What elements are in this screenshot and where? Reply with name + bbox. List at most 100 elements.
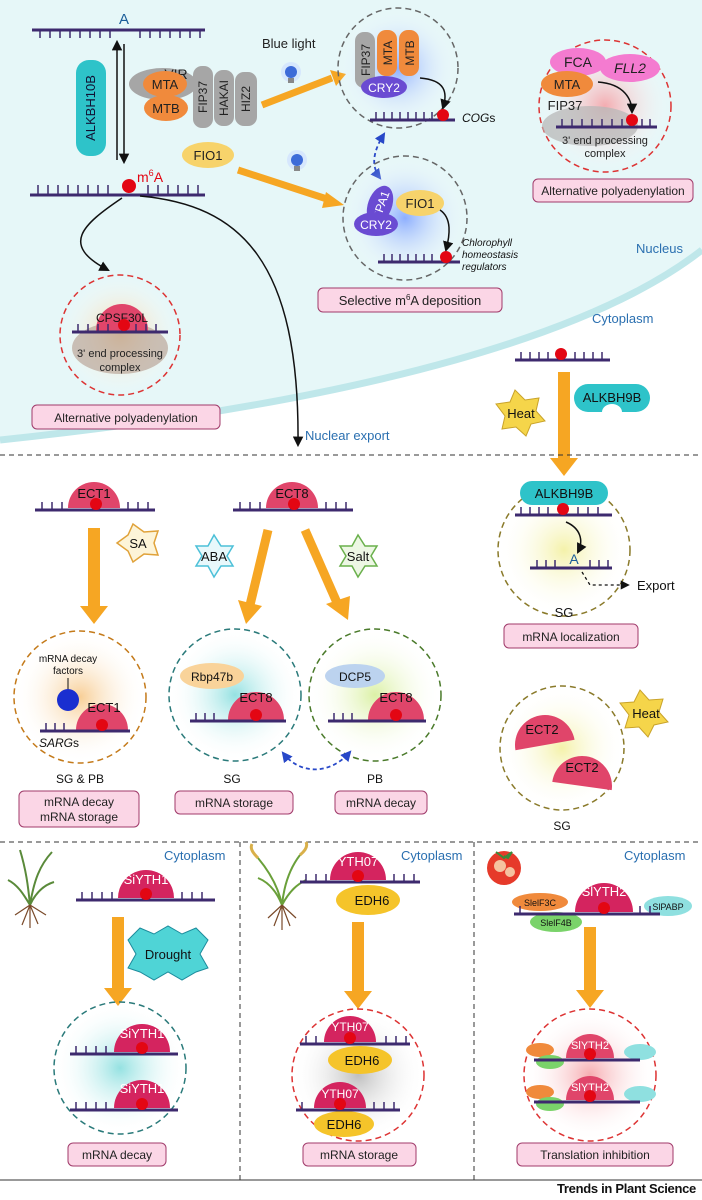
mtb-subunit xyxy=(144,95,188,121)
svg-text:SlYTH2: SlYTH2 xyxy=(571,1082,609,1094)
svg-text:A: A xyxy=(569,551,579,567)
ect2-sg-condensate: ECT2 ECT2 xyxy=(499,685,625,811)
pb-label: PB xyxy=(367,772,383,786)
svg-text:YTH07: YTH07 xyxy=(321,1087,359,1101)
cytoplasm-label-p3: Cytoplasm xyxy=(624,848,685,863)
svg-text:CPSF30L: CPSF30L xyxy=(96,311,148,325)
svg-text:mRNA decay: mRNA decay xyxy=(346,796,416,810)
svg-text:SlelF4B: SlelF4B xyxy=(540,918,572,928)
svg-text:HAKAI: HAKAI xyxy=(217,80,231,116)
sg-ect2-label: SG xyxy=(553,819,570,833)
mta-subunit xyxy=(143,71,187,97)
ect8-salt-arrow xyxy=(300,528,343,607)
svg-text:mRNA storage: mRNA storage xyxy=(195,796,273,810)
svg-text:3' end processing: 3' end processing xyxy=(562,135,648,147)
svg-text:CRY2: CRY2 xyxy=(360,218,392,232)
heat-arrow xyxy=(558,372,570,460)
apa-cytoplasm-label: Alternative polyadenylation xyxy=(31,404,221,430)
fio1-writer: FIO1 xyxy=(182,142,234,168)
methylated-rna: m6A xyxy=(30,168,205,197)
svg-text:FIO1: FIO1 xyxy=(406,196,435,211)
svg-text:MTB: MTB xyxy=(403,40,417,65)
methylated-rna-right xyxy=(515,348,610,362)
svg-text:mRNA decay: mRNA decay xyxy=(44,795,114,809)
ect8-aba-arrow xyxy=(245,528,273,607)
sargs-label: SARGs xyxy=(39,736,79,750)
decay-storage-label: mRNA decay mRNA storage xyxy=(18,790,140,828)
translation-inhibition-label: Translation inhibition xyxy=(516,1142,674,1167)
mrna-storage-label: mRNA storage xyxy=(174,790,294,815)
m6a-dot xyxy=(122,179,136,193)
svg-text:complex: complex xyxy=(585,148,626,160)
svg-text:Rbp47b: Rbp47b xyxy=(191,670,233,684)
sg-mid-label: SG xyxy=(223,772,240,786)
svg-text:EDH6: EDH6 xyxy=(355,893,390,908)
svg-text:ECT2: ECT2 xyxy=(565,760,598,775)
svg-text:YTH07: YTH07 xyxy=(338,854,378,869)
svg-text:ECT8: ECT8 xyxy=(239,690,272,705)
svg-text:EDH6: EDH6 xyxy=(327,1117,362,1132)
selective-m6a-deposition-label: Selective m6A deposition xyxy=(317,287,503,313)
svg-text:Translation inhibition: Translation inhibition xyxy=(540,1148,650,1162)
svg-text:complex: complex xyxy=(100,362,141,374)
heat-star: Heat xyxy=(495,389,546,437)
sg-pb-label: SG & PB xyxy=(56,772,104,786)
svg-text:MTA: MTA xyxy=(152,77,179,92)
apa-nucleus-label: Alternative polyadenylation xyxy=(532,178,694,203)
svg-text:HIZ2: HIZ2 xyxy=(239,86,253,112)
fio1-to-chl-arrow xyxy=(236,166,332,204)
tomato-arrow xyxy=(584,927,596,993)
cytoplasm-label-p2: Cytoplasm xyxy=(401,848,462,863)
svg-text:mRNA localization: mRNA localization xyxy=(522,630,619,644)
mrna-decay-label: mRNA decay xyxy=(334,790,428,815)
apa-cpsf-condensate: CPSF30L 3' end processing complex xyxy=(59,274,181,396)
svg-text:Selective m6A deposition: Selective m6A deposition xyxy=(339,293,482,308)
alkbh10b-label: ALKBH10B xyxy=(83,75,98,141)
yth07-edh6-complex: YTH07 EDH6 xyxy=(300,852,420,915)
svg-text:Alternative polyadenylation: Alternative polyadenylation xyxy=(541,184,684,198)
svg-text:SiYTH1: SiYTH1 xyxy=(124,872,169,887)
ect8-sg-condensate: Rbp47b ECT8 xyxy=(168,628,302,762)
svg-text:mRNA decay: mRNA decay xyxy=(39,654,97,665)
svg-text:FIP37: FIP37 xyxy=(548,98,583,113)
mrna-localization-label: mRNA localization xyxy=(503,623,639,649)
panel1-mrna-decay-label: mRNA decay xyxy=(67,1142,167,1167)
siyth1-reader: SiYTH1 xyxy=(76,870,215,902)
svg-text:Alternative polyadenylation: Alternative polyadenylation xyxy=(54,411,197,425)
m6a-label: m6A xyxy=(137,168,164,185)
svg-text:SlYTH2: SlYTH2 xyxy=(571,1040,609,1052)
svg-text:CRY2: CRY2 xyxy=(368,81,400,95)
writer-complex: VIR MTA MTB FIP37 HAKAI HIZ2 xyxy=(129,66,257,128)
cogs-label: COGs xyxy=(462,111,495,125)
unmethylated-rna-top: A xyxy=(32,11,205,38)
alkbh9b-sg-condensate: ALKBH9B A xyxy=(497,481,631,617)
svg-text:ALKBH9B: ALKBH9B xyxy=(583,390,642,405)
sa-star: SA xyxy=(115,522,160,564)
svg-text:FIP37: FIP37 xyxy=(196,81,210,113)
chl-target-line1: Chlorophyll xyxy=(462,238,513,249)
svg-text:mRNA storage: mRNA storage xyxy=(320,1148,398,1162)
slyth2-complex: SlelF3C SlelF4B SlYTH2 SlPABP xyxy=(512,883,692,932)
cytoplasm-label-top: Cytoplasm xyxy=(592,311,653,326)
yth07-condensate: YTH07 EDH6 YTH07 EDH6 xyxy=(291,1008,425,1142)
svg-text:DCP5: DCP5 xyxy=(339,670,371,684)
fip37-subunit xyxy=(193,66,213,128)
chl-target-line3: regulators xyxy=(462,262,506,273)
chl-target-line2: homeostasis xyxy=(462,250,518,261)
svg-text:Drought: Drought xyxy=(145,947,192,962)
svg-text:ABA: ABA xyxy=(201,549,227,564)
sg-pb-exchange-arrow xyxy=(281,750,352,771)
svg-text:FLL2: FLL2 xyxy=(614,60,646,76)
nucleus-label: Nucleus xyxy=(636,241,683,256)
tomato-icon xyxy=(487,851,521,885)
svg-text:Salt: Salt xyxy=(347,549,370,564)
blue-light-bulb-icon-2 xyxy=(287,150,307,171)
cog-complex-condensate: FIP37 MTA MTB CRY2 xyxy=(337,7,459,129)
drought-star: Drought xyxy=(127,925,209,981)
alkbh10b-eraser: ALKBH10B xyxy=(76,60,106,156)
siyth1-condensate: SiYTH1 SiYTH1 xyxy=(53,1001,187,1135)
cytoplasm-label-p1: Cytoplasm xyxy=(164,848,225,863)
salt-star: Salt xyxy=(338,533,379,579)
setaria-plant-icon xyxy=(7,849,55,928)
panel2-mrna-storage-label: mRNA storage xyxy=(302,1142,417,1167)
